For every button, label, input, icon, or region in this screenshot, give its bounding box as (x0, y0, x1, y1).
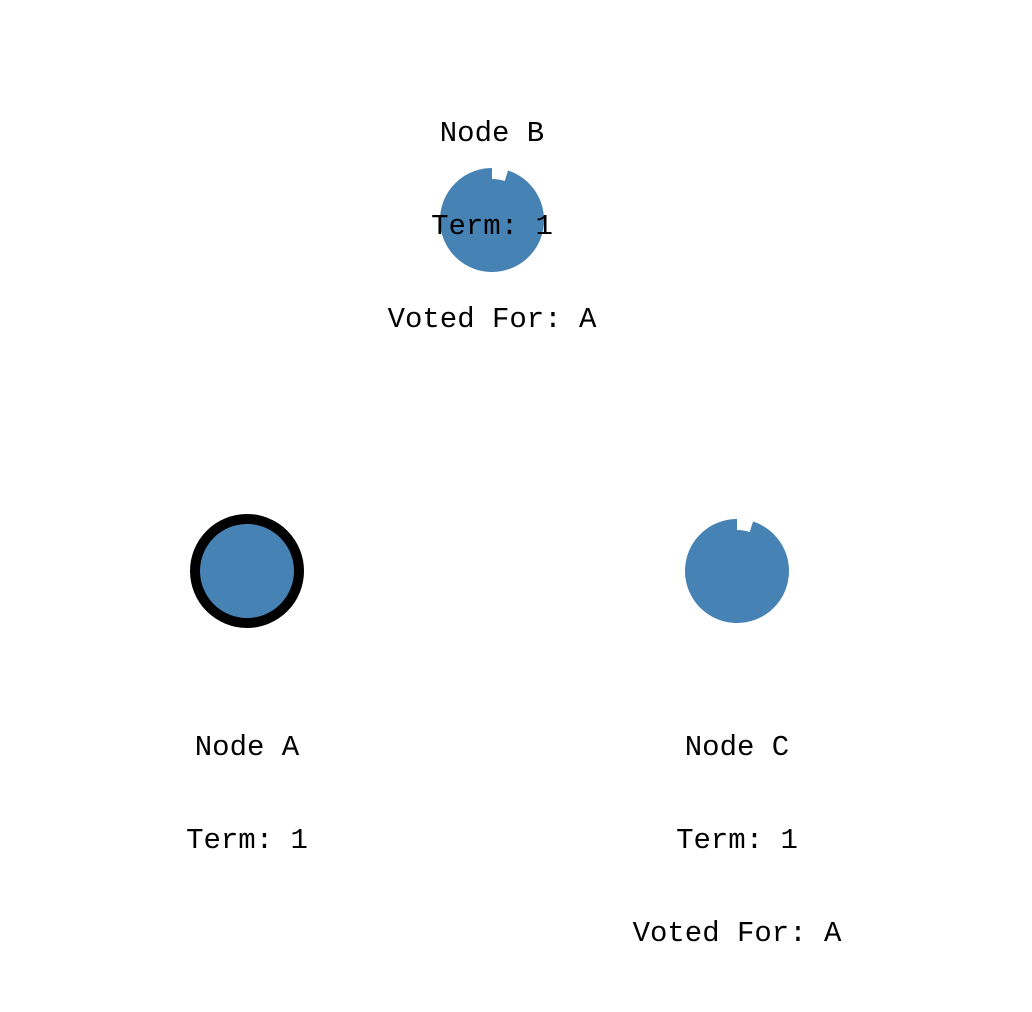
cluster-canvas (190, 168, 789, 628)
node-a-term: Term: 1 (186, 824, 308, 857)
node-b-term: Term: 1 (431, 210, 553, 243)
node-c-name: Node C (684, 731, 790, 764)
node-b-circle (439, 168, 545, 272)
node-b-name: Node B (439, 117, 545, 150)
node-c-label: Node C Term: 1 Voted For: A (557, 670, 917, 1011)
node-c-voted-for: Voted For: A (632, 917, 842, 950)
node-b-voted-for: Voted For: A (387, 303, 597, 336)
node-b-label: Node B Term: 1 Voted For: A (312, 56, 672, 397)
node-a-label: Node A Term: 1 (67, 670, 427, 918)
node-a-name: Node A (194, 731, 300, 764)
node-c[interactable] (685, 519, 789, 624)
node-a[interactable] (190, 514, 304, 628)
node-b[interactable] (439, 168, 545, 272)
node-c-term: Term: 1 (676, 824, 798, 857)
node-c-circle (685, 519, 789, 624)
raft-cluster-diagram: Node B Term: 1 Voted For: A Node A Term:… (186, 56, 841, 949)
node-a-circle (190, 514, 304, 628)
